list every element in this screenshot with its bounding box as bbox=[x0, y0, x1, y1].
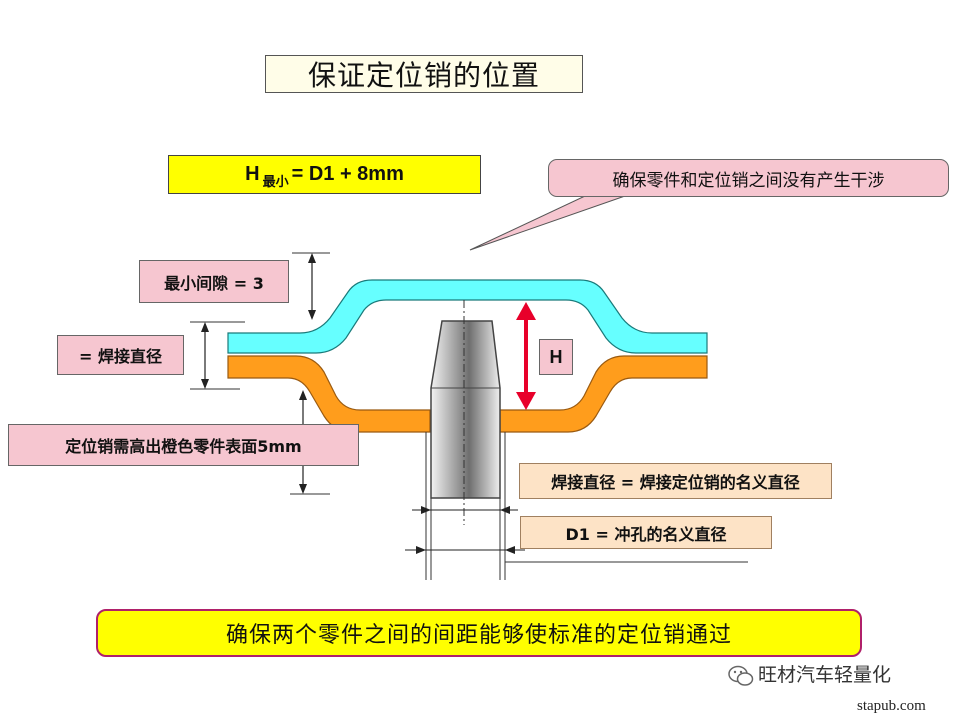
watermark-brand: 旺材汽车轻量化 bbox=[758, 664, 892, 686]
h-label: H bbox=[539, 339, 573, 375]
d1-definition-label: D1 = 冲孔的名义直径 bbox=[520, 516, 772, 549]
h-min-formula: H 最小 = D1 + 8mm bbox=[168, 155, 481, 194]
weld-diameter-label: = 焊接直径 bbox=[57, 335, 184, 375]
callout-pointer bbox=[469, 195, 626, 251]
weld-definition-label: 焊接直径 = 焊接定位销的名义直径 bbox=[519, 463, 832, 499]
lower-sheet-part bbox=[227, 355, 431, 433]
page-title: 保证定位销的位置 bbox=[265, 55, 583, 93]
lower-sheet-part-right bbox=[499, 355, 708, 433]
bottom-banner: 确保两个零件之间的间距能够使标准的定位销通过 bbox=[96, 609, 862, 657]
no-interference-callout: 确保零件和定位销之间没有产生干涉 bbox=[548, 159, 949, 197]
wechat-icon bbox=[728, 665, 754, 686]
min-gap-label: 最小间隙 = 3 bbox=[139, 260, 289, 303]
pin-height-label: 定位销需高出橙色零件表面5mm bbox=[8, 424, 359, 466]
upper-sheet-part bbox=[227, 279, 708, 354]
formula-subscript: 最小 bbox=[262, 174, 289, 189]
locating-pin bbox=[430, 320, 501, 499]
watermark-url: stapub.com bbox=[857, 698, 926, 714]
formula-rhs: = D1 + 8mm bbox=[291, 163, 404, 185]
formula-h: H bbox=[245, 163, 260, 185]
